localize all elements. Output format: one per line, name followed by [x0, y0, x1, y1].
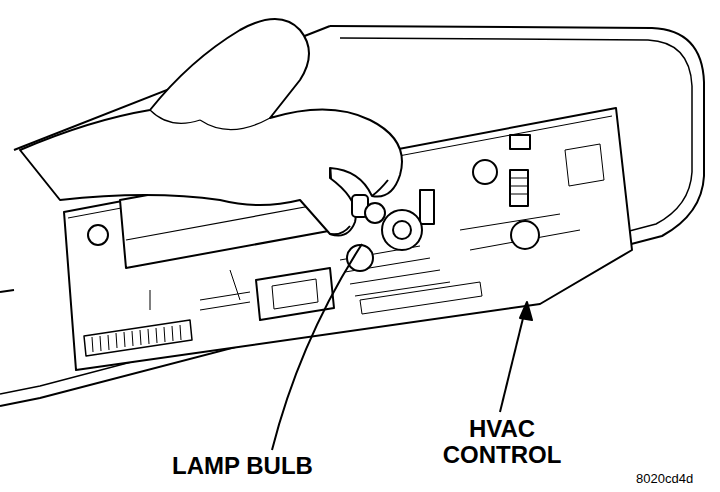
part-label: HVAC CONTROL	[432, 416, 572, 469]
component	[511, 221, 539, 249]
knuckles	[150, 110, 270, 130]
bezel-left	[0, 290, 14, 292]
component	[510, 135, 530, 149]
bulb-socket	[382, 210, 422, 250]
chip-label	[272, 279, 318, 309]
leader-line	[500, 306, 526, 412]
block-line	[126, 202, 332, 240]
component	[88, 225, 108, 245]
leader-line	[272, 244, 362, 450]
terminal-strip	[84, 320, 192, 356]
component	[420, 190, 434, 224]
coil	[510, 170, 528, 206]
circuit-traces	[150, 214, 580, 310]
part-label: LAMP BULB	[172, 453, 372, 479]
ribbon-traces	[360, 282, 482, 314]
bulb-base	[365, 203, 385, 223]
bulb-socket-hole	[393, 221, 411, 239]
hand	[20, 19, 402, 236]
terminal-pins	[92, 325, 181, 352]
component	[473, 160, 497, 184]
figure-code: 8020cd4d	[636, 472, 716, 486]
arrowhead	[520, 302, 532, 320]
bezel-outline	[0, 26, 704, 406]
fingernails	[330, 180, 388, 234]
coil-windings	[510, 178, 528, 194]
component	[565, 144, 604, 186]
